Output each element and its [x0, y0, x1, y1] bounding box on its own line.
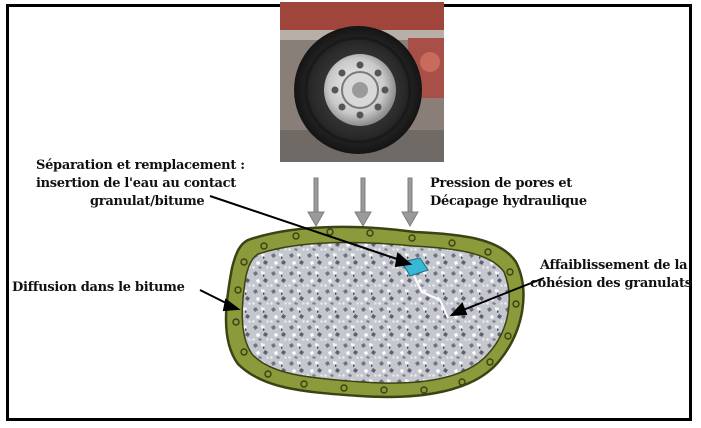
- separation-label-line3: granulat/bitume: [90, 194, 204, 210]
- pressure-label-line2: Décapage hydraulique: [430, 194, 587, 210]
- pressure-label-line1: Pression de pores et: [430, 176, 572, 192]
- down-arrow-icon: [355, 178, 371, 226]
- load-arrows: [308, 178, 418, 226]
- separation-label-line1: Séparation et remplacement :: [36, 158, 245, 174]
- aggregate-core: [242, 242, 509, 383]
- weakening-label-line2: cohésion des granulats: [530, 276, 692, 292]
- separation-label-line2: insertion de l'eau au contact: [36, 176, 236, 192]
- down-arrow-icon: [308, 178, 324, 226]
- weakening-label-line1: Affaiblissement de la: [540, 258, 687, 274]
- down-arrow-icon: [402, 178, 418, 226]
- diffusion-label: Diffusion dans le bitume: [12, 280, 185, 296]
